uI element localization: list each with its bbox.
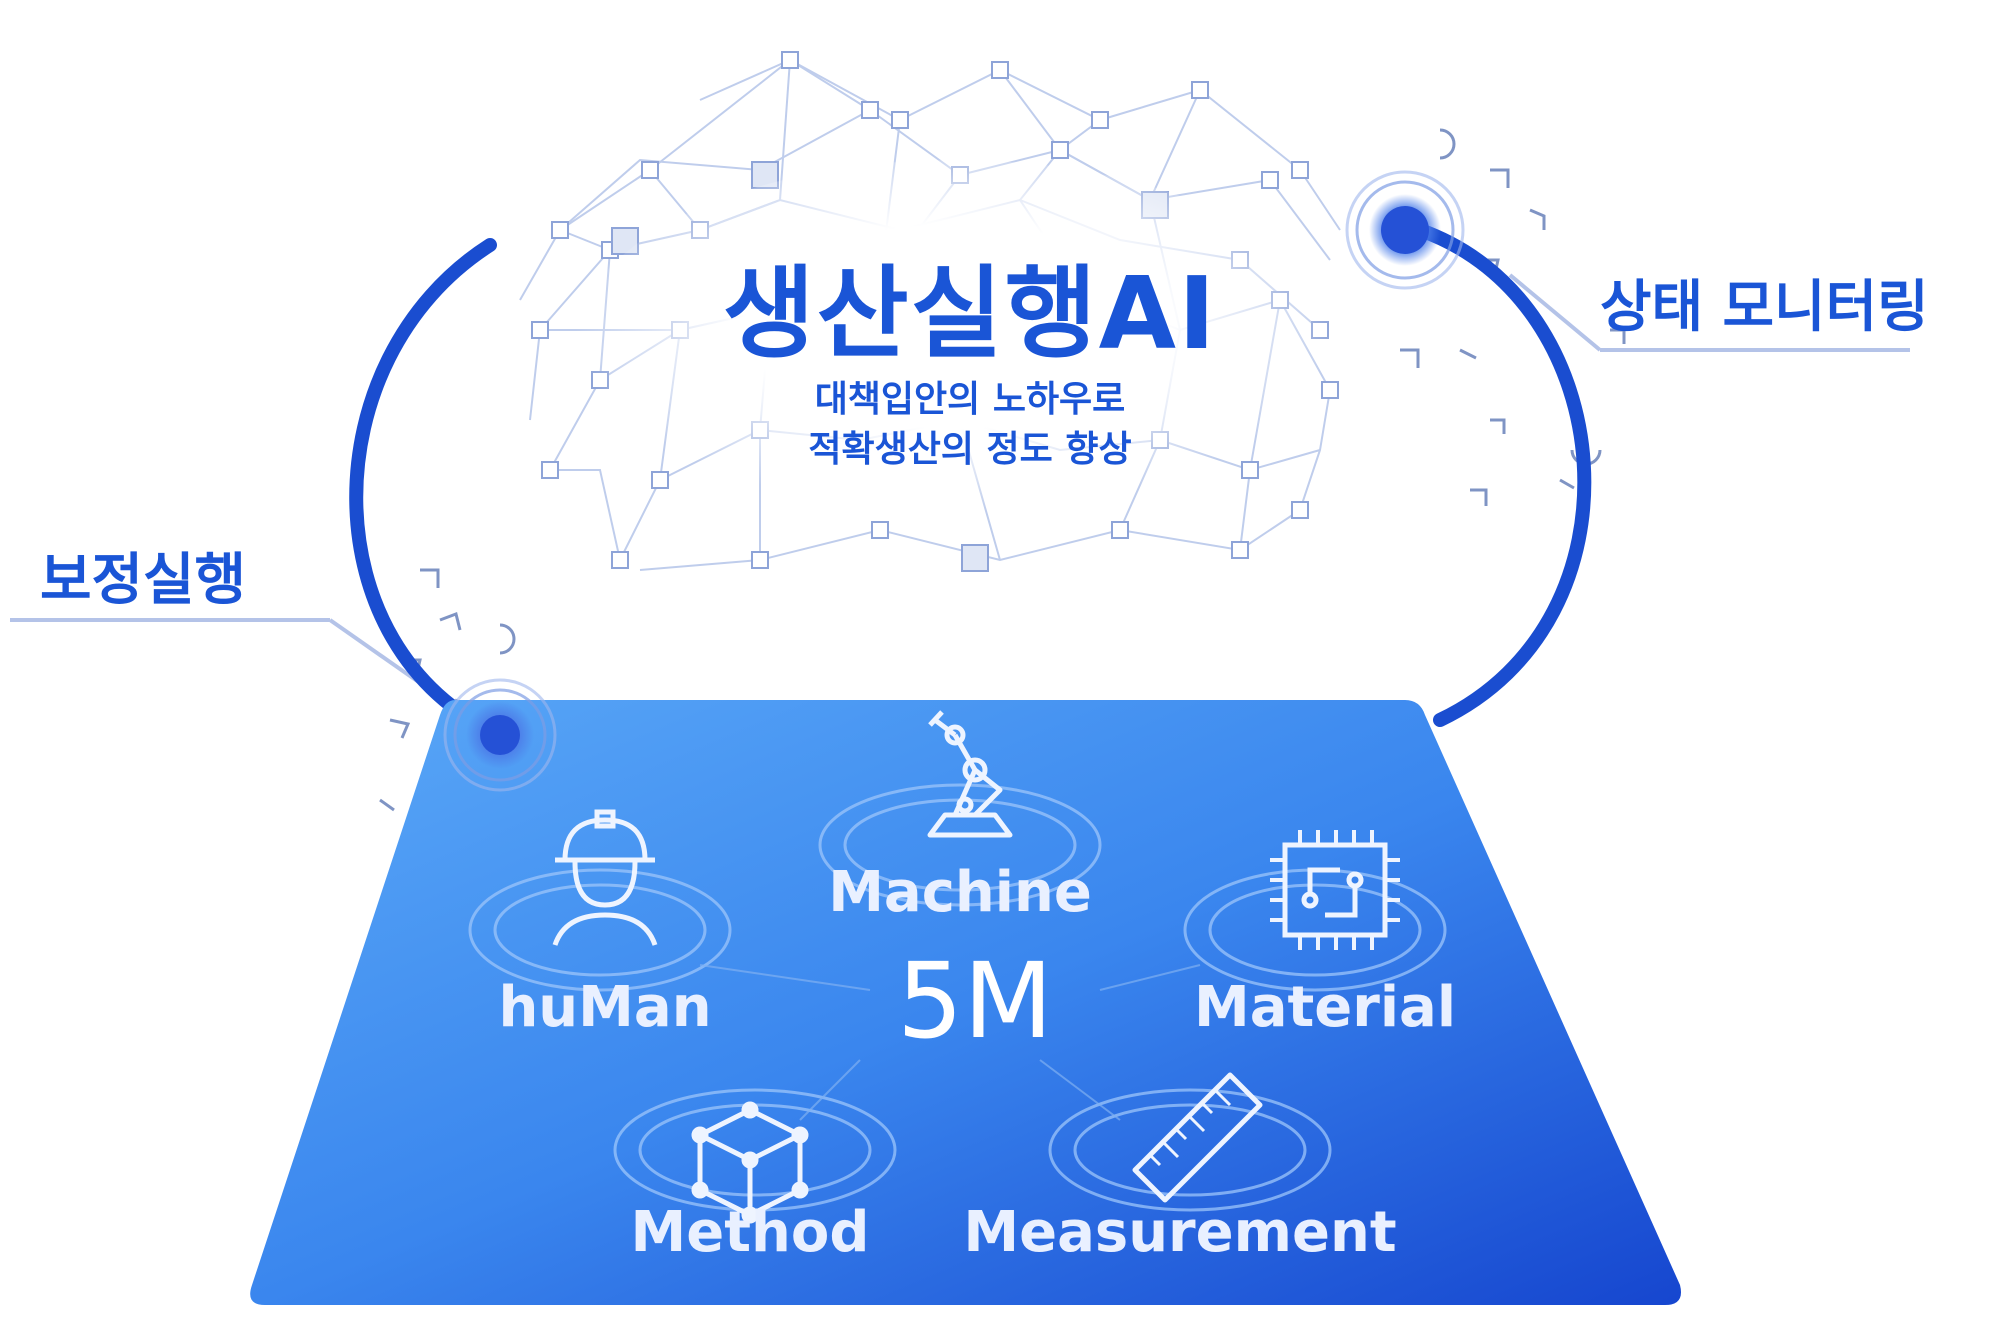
cube-icon (691, 1101, 809, 1224)
label-correction-execution: 보정실행 (40, 548, 247, 613)
platform-rings (468, 783, 1447, 1212)
left-arc (349, 238, 507, 742)
worker-helmet-icon (552, 809, 658, 946)
label-human: huMan (498, 975, 712, 1040)
ai-subtitle-line2: 적확생산의 정도 향상 (808, 429, 1132, 470)
label-5m: 5M (897, 940, 1053, 1062)
platform (250, 700, 1681, 1305)
label-status-monitoring: 상태 모니터링 (1600, 275, 1929, 340)
ruler-icon (1132, 1072, 1263, 1203)
left-glow-node (443, 678, 557, 792)
label-method: Method (630, 1200, 870, 1265)
ai-title: 생산실행AI (722, 255, 1218, 372)
label-material: Material (1193, 975, 1457, 1040)
label-measurement: Measurement (963, 1200, 1397, 1265)
ai-subtitle-line1: 대책입안의 노하우로 (814, 379, 1126, 420)
chip-icon (1270, 830, 1400, 950)
right-glow-node (1345, 170, 1465, 290)
robot-arm-icon (927, 710, 1013, 838)
right-arc (1413, 223, 1592, 727)
label-machine: Machine (828, 860, 1092, 925)
